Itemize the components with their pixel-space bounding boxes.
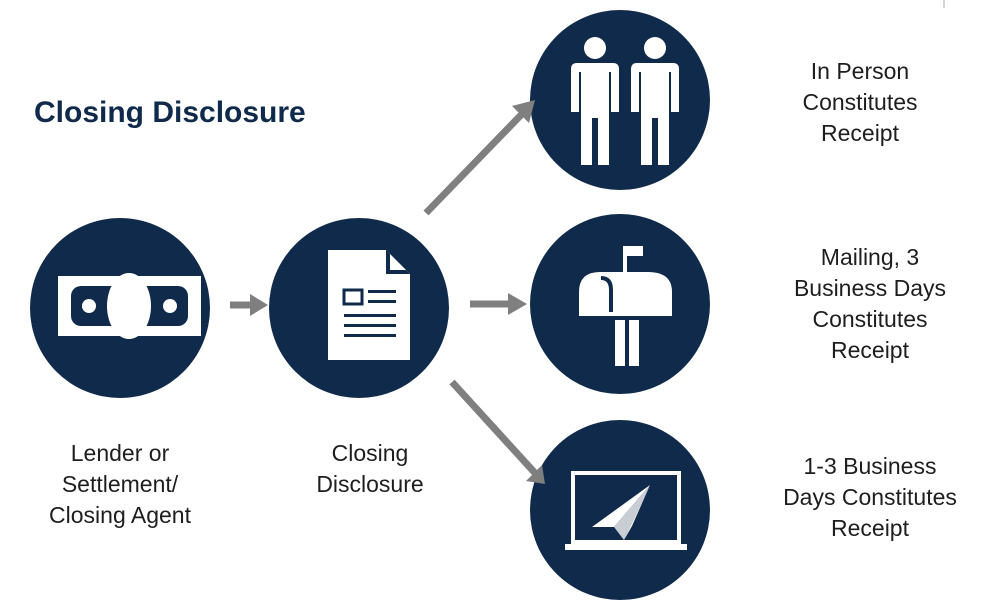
in-person-label: In Person Constitutes Receipt (802, 58, 918, 146)
document-icon (328, 250, 410, 360)
diagram-title: Closing Disclosure (34, 96, 306, 129)
corner-divider (943, 0, 945, 8)
money-bill-icon (58, 273, 201, 339)
arrow-disclosure-to-electronic (449, 379, 545, 484)
lender-label: Lender or Settlement/ Closing Agent (49, 440, 191, 528)
arrow-disclosure-to-mailing (470, 293, 527, 315)
mailbox-icon (579, 246, 672, 366)
arrow-disclosure-to-in-person (423, 100, 535, 216)
electronic-label: 1-3 Business Days Constitutes Receipt (783, 453, 957, 541)
in-person-circle (530, 10, 710, 190)
laptop-paper-plane-icon (565, 471, 687, 550)
two-people-icon (571, 37, 679, 165)
disclosure-label: Closing Disclosure (316, 440, 424, 497)
arrow-lender-to-disclosure (230, 294, 268, 316)
mailing-label: Mailing, 3 Business Days Constitutes Rec… (793, 244, 947, 363)
